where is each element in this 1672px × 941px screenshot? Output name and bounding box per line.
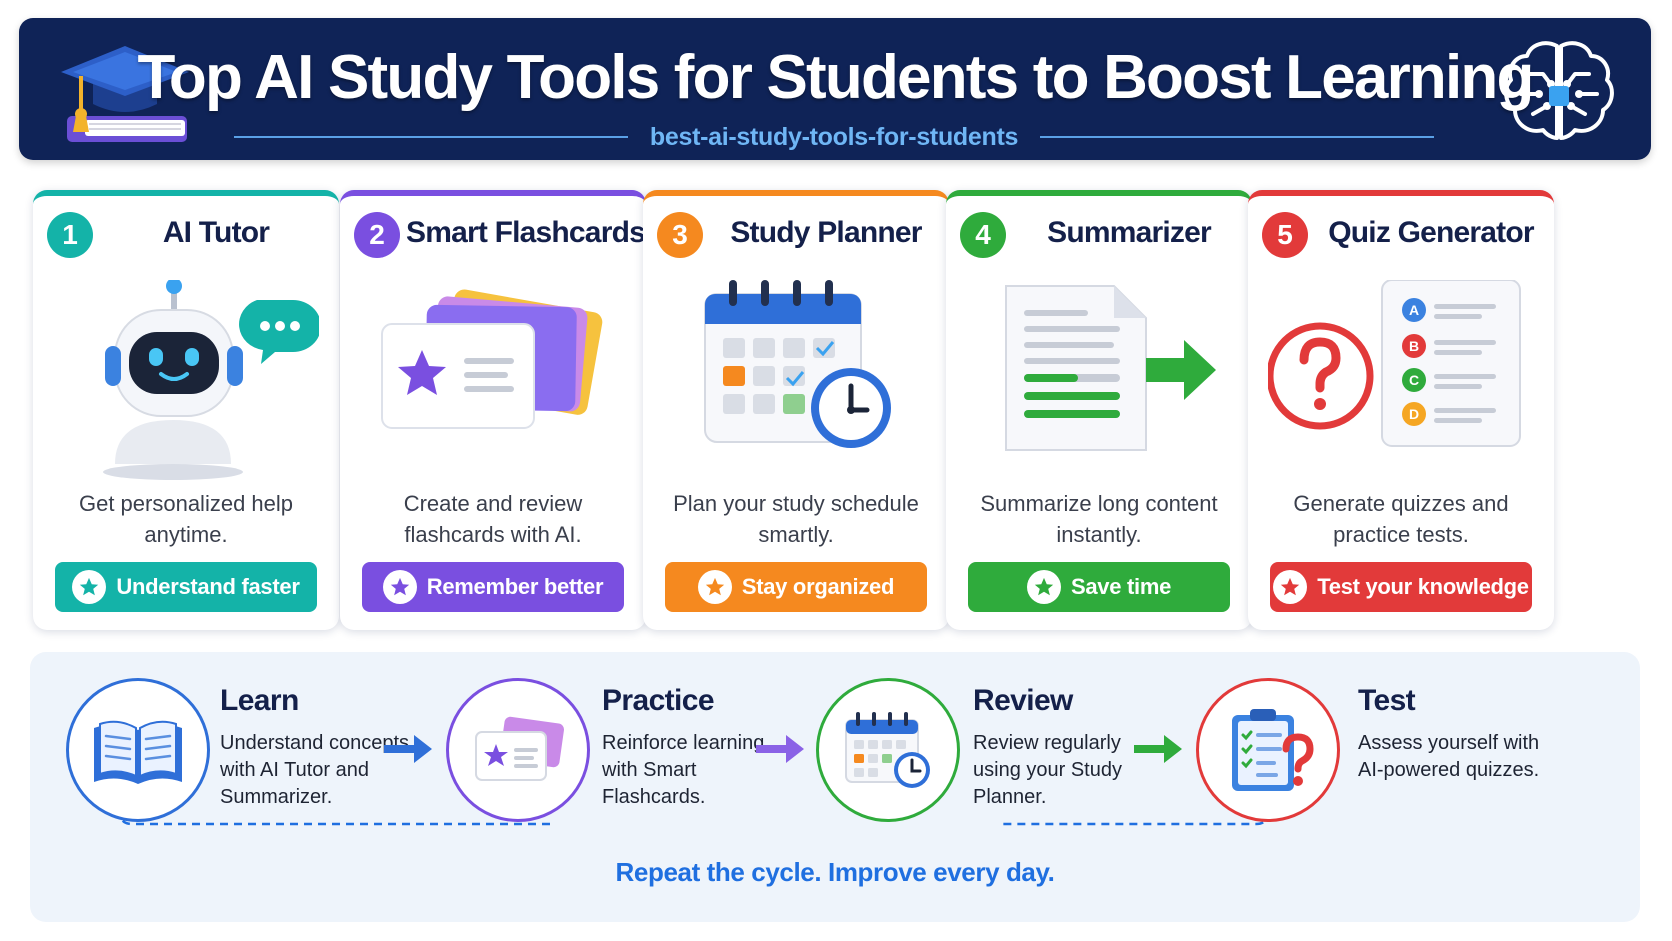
step-practice-circle [446,678,590,822]
tool-benefit-text: Stay organized [741,574,895,599]
tool-benefit-text: Understand faster [116,574,300,599]
tool-benefit-badge: Stay organized [665,562,927,612]
robot-icon [103,280,319,480]
page-slug: best-ai-study-tools-for-students [649,122,1019,151]
step-description: Review regularly using your Study Planne… [973,732,1122,808]
arrow-right-icon [756,735,804,763]
slug-row: best-ai-study-tools-for-students [234,122,1435,152]
graduation-cap-icon [61,46,189,142]
quiz-icon: A B C D [1268,280,1521,447]
star-icon [697,570,732,604]
open-book-icon [94,720,182,784]
arrow-right-icon [1134,735,1182,763]
slug-rule-right [1040,136,1435,138]
step-review-circle [816,678,960,822]
star-icon [72,570,107,604]
tool-name: Smart Flashcards [406,216,646,249]
tool-benefit-text: Test your knowledge [1317,574,1529,599]
page-title: Top AI Study Tools for Students to Boost… [137,43,1534,112]
step-learn-circle [66,678,210,822]
tool-number-badge: 2 [354,212,400,258]
step-description: Reinforce learning with Smart Flashcards… [602,732,765,808]
tool-card-summarizer[interactable]: 4 Summarizer Summarize long content inst… [946,190,1252,630]
tool-description: Summarize long content instantly. [980,491,1218,547]
tool-number-badge: 3 [657,212,703,258]
arrow-right-icon [384,735,432,763]
tool-description: Plan your study schedule smartly. [673,491,919,547]
tool-number-badge: 5 [1262,212,1308,258]
step-title: Review [973,684,1073,717]
svg-text:C: C [1409,372,1419,388]
tool-name: AI Tutor [162,216,270,249]
flashcards-icon [381,289,603,429]
calendar-clock-icon [704,280,891,448]
tool-name: Summarizer [1047,216,1212,249]
flashcard-icon [475,716,564,781]
brain-circuit-icon [1504,41,1614,140]
header-banner: Top AI Study Tools for Students to Boost… [19,18,1651,160]
step-description: Assess yourself with AI-powered quizzes. [1358,732,1540,781]
tool-description: Generate quizzes and practice tests. [1293,491,1509,547]
step-title: Practice [602,684,715,717]
tool-description: Create and review flashcards with AI. [403,491,583,547]
star-icon [1273,570,1308,604]
step-title: Learn [220,684,299,717]
clipboard-quiz-icon [1232,709,1314,791]
svg-text:D: D [1409,406,1419,422]
tool-card-smart-flashcards[interactable]: 2 Smart Flashcards Create and review fla… [340,190,646,630]
tool-name: Quiz Generator [1328,216,1534,249]
repeat-cycle-message: Repeat the cycle. Improve every day. [615,857,1055,887]
tool-benefit-badge: Save time [968,562,1230,612]
slug-rule-left [234,136,628,138]
tool-card-ai-tutor[interactable]: 1 AI Tutor Get personalized help anytime… [33,190,339,630]
tool-number-badge: 4 [960,212,1006,258]
step-test-circle [1196,678,1340,822]
tool-benefit-text: Save time [1070,574,1172,599]
tool-number-badge: 1 [47,212,93,258]
star-icon [382,570,417,604]
star-icon [1026,570,1061,604]
svg-text:B: B [1409,338,1419,354]
tool-benefit-badge: Test your knowledge [1270,562,1532,612]
tool-description: Get personalized help anytime. [78,491,294,547]
tool-name: Study Planner [730,216,922,249]
tool-benefit-badge: Understand faster [55,562,317,612]
tool-benefit-badge: Remember better [362,562,624,612]
step-description: Understand concepts with AI Tutor and Su… [220,732,410,808]
step-title: Test [1358,684,1416,717]
learning-cycle-panel: Learn Understand concepts with AI Tutor … [30,652,1640,922]
calendar-icon [845,712,930,788]
tool-card-study-planner[interactable]: 3 Study Planner Plan your study schedule… [643,190,949,630]
tool-benefit-text: Remember better [426,574,604,599]
document-summary-icon [1005,285,1216,451]
svg-text:A: A [1409,302,1419,318]
tool-card-quiz-generator[interactable]: 5 Quiz Generator A B C D Generate quizzes a… [1248,190,1554,630]
